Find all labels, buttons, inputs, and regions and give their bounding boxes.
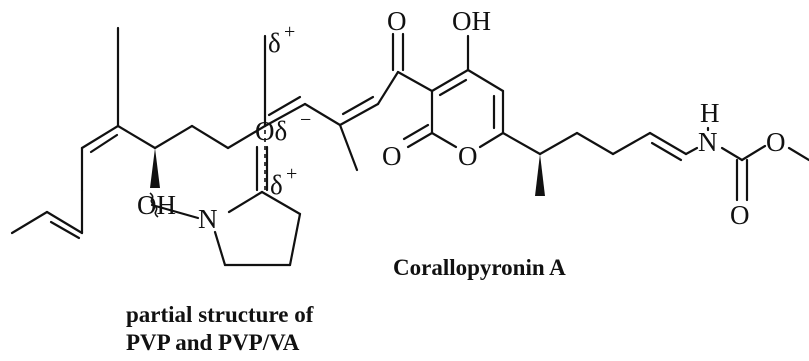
captions: Corallopyronin A partial structure of PV… [126,255,566,355]
ketone-o: O [387,6,407,36]
pvp-ring-1 [260,190,302,216]
right-bond-4 [611,131,652,156]
delta-plus-c: δ [268,28,281,58]
lactone-co-1 [406,131,434,149]
carbamate-c-o [740,144,767,162]
pvp-ring-2 [288,212,302,267]
hydroxyl-wedge [150,148,160,188]
choh-bond [116,124,157,150]
diene-bond-3-double [341,95,375,116]
methyl-wedge [535,154,545,196]
pvp-delta-plus-c: δ [270,170,283,200]
pyrone-c3-c4 [430,68,470,93]
right-bond-5-double [650,141,683,162]
ketone-bond-1 [376,70,400,106]
right-bond-1 [501,131,542,156]
pvp-c-n [227,190,264,214]
tail-bond-1 [10,210,49,235]
pvp-caption-line1: partial structure of [126,302,314,327]
diene-bond-2 [303,102,342,127]
carbamate-h: H [700,98,720,128]
right-bond-5 [648,131,688,156]
pvp-wavy-bond [149,192,159,218]
compound-name: Corallopyronin A [393,255,566,280]
carbamate-carbonyl-o: O [730,200,750,230]
corallopyronin-a-rendered: OH δ + O O OH [10,6,809,240]
enol-oh: OH [452,6,491,36]
pvp-n-ch [150,203,200,220]
chain-bond-3 [226,124,267,150]
carbamate-o-me [787,146,809,162]
pvp-delta-plus-c-sign: + [286,163,297,185]
pvp-partial-structure: Oδ − δ + N [149,109,311,267]
tail-bond-2-double [49,220,81,240]
right-bond-2 [538,131,579,156]
tail-bond-2 [45,210,84,235]
z-alkene-double [89,133,119,154]
delta-plus-c-sign: + [284,21,295,43]
pyrone-c4-c5 [466,68,505,93]
diene-bond-1-double [267,95,302,117]
pvp-n: N [198,204,218,234]
chain-bond-1 [153,124,194,150]
pyrone-o1-c2 [430,131,458,149]
chain-bond-2 [190,124,230,150]
carbamate-n: N [698,127,718,157]
pvp-o-delta-minus: Oδ [255,116,287,146]
pvp-o-delta-minus-sign: − [300,109,311,131]
right-bond-3 [575,131,615,156]
lactone-ring-o: O [458,141,478,171]
diene-bond-1 [263,102,307,128]
carbamate-ether-o: O [766,127,786,157]
z-alkene-bond-2 [80,124,120,150]
carbamate-n-c [720,146,744,162]
ketone-bond-2 [396,70,434,93]
pvp-caption-line2: PVP and PVP/VA [126,330,300,355]
pvp-ring-4 [213,230,227,267]
right-bond-6 [684,146,699,156]
lactone-exo-o: O [382,141,402,171]
diene-methyl [338,123,359,172]
diene-bond-3 [338,102,380,127]
pyrone-c3-c4-double [438,78,468,97]
lactone-co-2 [402,123,430,141]
pyrone-c6-o1 [478,131,505,149]
